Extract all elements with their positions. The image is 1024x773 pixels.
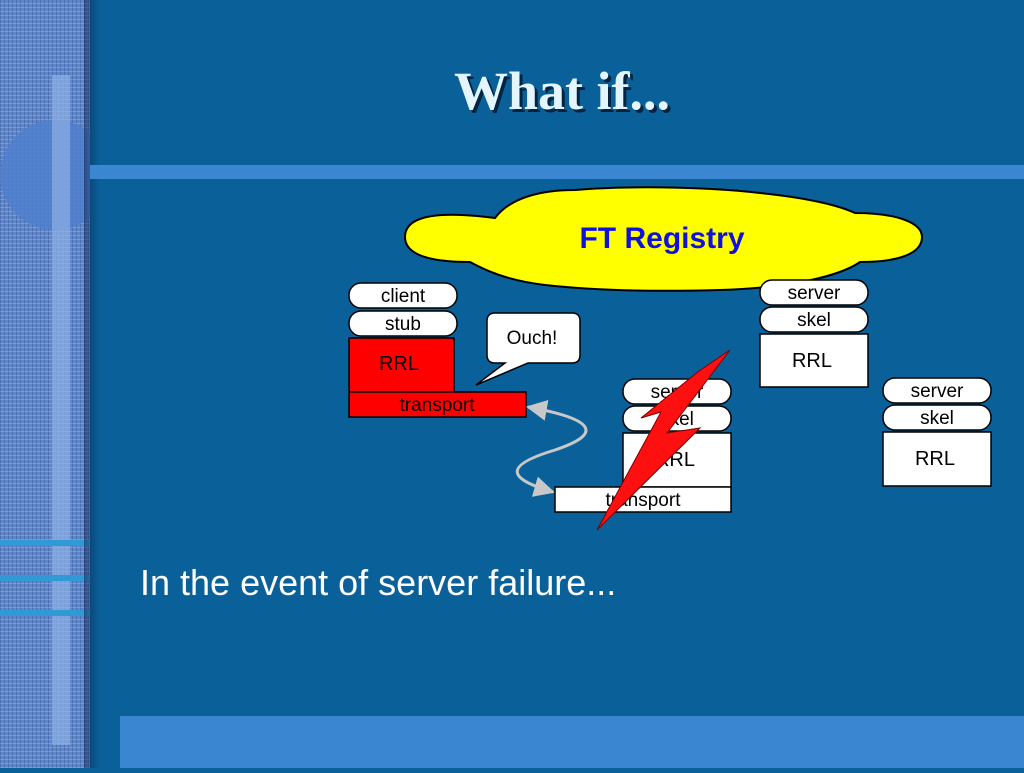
footer-bar bbox=[120, 716, 1024, 768]
replica-server-1-stack: server skel RRL bbox=[759, 279, 869, 388]
replica-server-2-stack: server skel RRL bbox=[882, 377, 992, 487]
decor-stripe-2 bbox=[0, 575, 90, 581]
replica2-rrl-label: RRL bbox=[915, 448, 955, 470]
ouch-text: Ouch! bbox=[507, 328, 558, 349]
sidebar-decoration bbox=[0, 75, 110, 745]
replica2-rrl-box bbox=[882, 431, 992, 487]
stub-pill bbox=[348, 310, 458, 337]
slide-caption: In the event of server failure... bbox=[140, 562, 617, 603]
client-stack: client stub RRL transport bbox=[348, 282, 527, 418]
sidebar-shadow bbox=[84, 0, 100, 768]
title-rule bbox=[90, 165, 1024, 179]
replica2-skel-label: skel bbox=[920, 408, 954, 429]
replica1-rrl-label: RRL bbox=[792, 350, 832, 372]
ouch-callout: Ouch! bbox=[475, 312, 581, 386]
replica1-rrl-box bbox=[759, 333, 869, 388]
replica2-server-pill bbox=[882, 377, 992, 404]
replica2-skel-pill bbox=[882, 404, 992, 431]
transport-link-arrow bbox=[515, 400, 588, 497]
decor-stripe-3 bbox=[0, 610, 90, 616]
decor-stripe-1 bbox=[0, 540, 90, 546]
replica1-server-pill bbox=[759, 279, 869, 306]
client-transport-box bbox=[348, 391, 527, 418]
client-label: client bbox=[381, 286, 426, 307]
replica1-server-label: server bbox=[788, 283, 841, 304]
replica1-skel-label: skel bbox=[797, 310, 831, 331]
lightning-bolt-icon bbox=[596, 349, 731, 531]
client-pill bbox=[348, 282, 458, 309]
replica2-server-label: server bbox=[911, 381, 964, 402]
client-rrl-box bbox=[348, 337, 455, 393]
replica1-skel-pill bbox=[759, 306, 869, 333]
registry-label: FT Registry bbox=[579, 222, 744, 255]
client-rrl-label: RRL bbox=[379, 353, 419, 375]
stub-label: stub bbox=[385, 314, 421, 335]
registry-cloud: FT Registry bbox=[403, 186, 924, 292]
client-transport-label: transport bbox=[400, 395, 476, 416]
slide-title: What if... bbox=[454, 61, 670, 121]
sidebar-texture bbox=[0, 0, 110, 768]
failed-transport-box bbox=[554, 486, 732, 513]
